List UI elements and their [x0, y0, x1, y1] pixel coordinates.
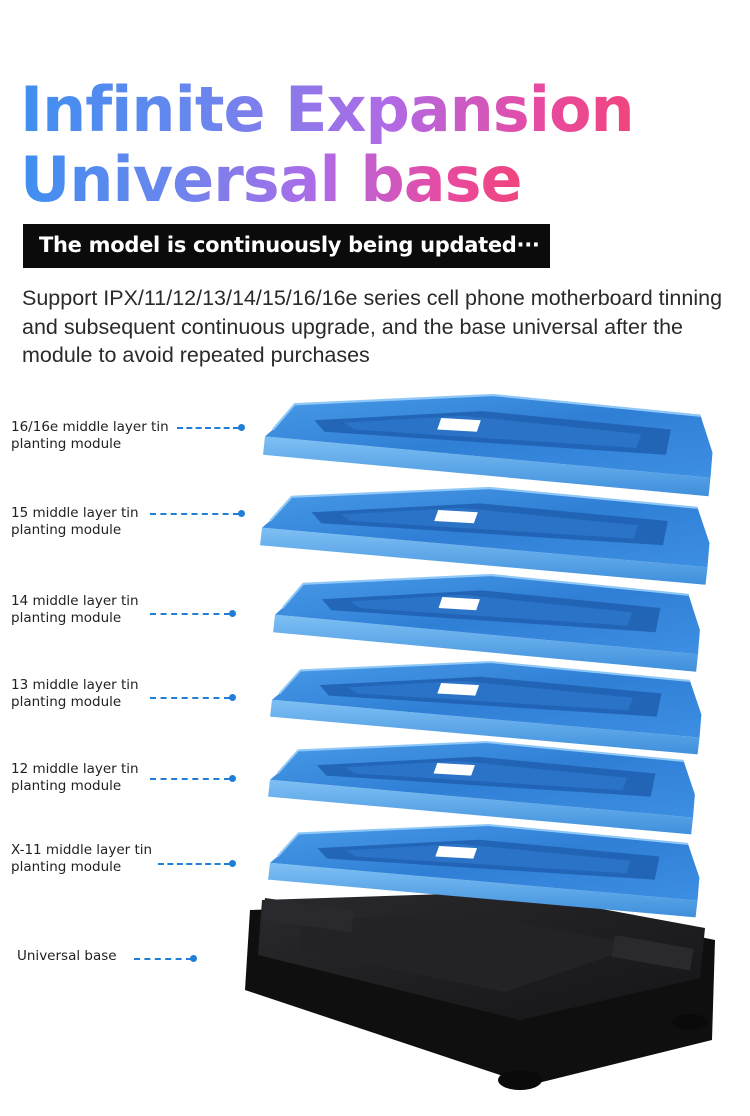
- headline-line-1: Infinite Expansion: [20, 73, 635, 146]
- label-module-15: 15 middle layer tin planting module: [11, 505, 139, 538]
- universal-base: [245, 892, 715, 1090]
- leader-line: [158, 863, 230, 865]
- banner-text: The model is continuously being updated·…: [39, 233, 540, 257]
- label-module-13: 13 middle layer tin planting module: [11, 677, 139, 710]
- leader-dot: [229, 775, 236, 782]
- label-module-16: 16/16e middle layer tin planting module: [11, 419, 169, 452]
- product-description: Support IPX/11/12/13/14/15/16/16e series…: [22, 286, 723, 367]
- leader-dot: [238, 510, 245, 517]
- leader-line: [134, 958, 192, 960]
- label-module-12: 12 middle layer tin planting module: [11, 761, 139, 794]
- update-banner: The model is continuously being updated·…: [23, 224, 550, 268]
- leader-line: [150, 697, 230, 699]
- plate-module-14: [272, 573, 701, 673]
- leader-dot: [238, 424, 245, 431]
- headline-line-2: Universal base: [20, 143, 523, 216]
- leader-dot: [190, 955, 197, 962]
- leader-line: [177, 427, 239, 429]
- leader-line: [150, 778, 230, 780]
- plate-module-13: [269, 660, 703, 756]
- module-stack-illustration: [245, 393, 715, 1090]
- leader-dot: [229, 694, 236, 701]
- plate-module-15: [258, 486, 711, 586]
- leader-line: [150, 613, 230, 615]
- plate-module-16: [261, 393, 714, 498]
- label-universal-base: Universal base: [17, 948, 117, 964]
- label-module-14: 14 middle layer tin planting module: [11, 593, 139, 626]
- leader-dot: [229, 610, 236, 617]
- leader-dot: [229, 860, 236, 867]
- label-module-x11: X-11 middle layer tin planting module: [11, 842, 153, 875]
- plate-module-12: [267, 740, 696, 836]
- leader-line: [150, 513, 239, 515]
